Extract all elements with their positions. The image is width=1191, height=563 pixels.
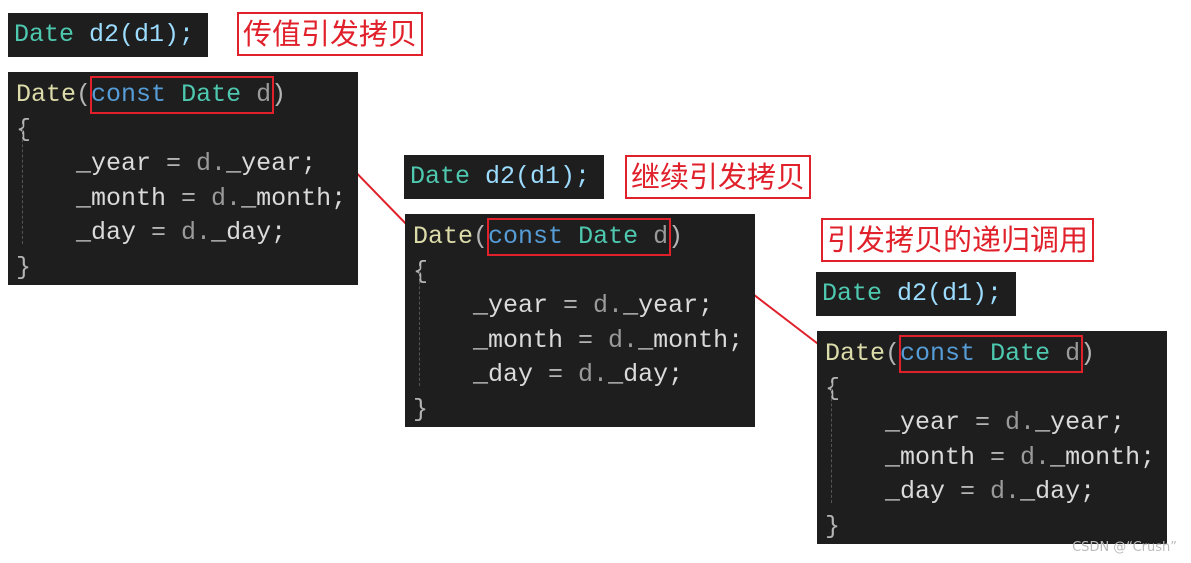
- indent-guide: [831, 383, 832, 503]
- copy-call-snippet: Date d2(d1);: [816, 272, 1016, 316]
- copy-call-snippet: Date d2(d1);: [404, 155, 604, 199]
- annotation-label: 引发拷贝的递归调用: [821, 218, 1095, 262]
- watermark: CSDN @“Crush”: [1072, 540, 1177, 555]
- parameter-highlight-box: [90, 76, 274, 114]
- parameter-highlight-box: [899, 335, 1083, 373]
- copy-call-snippet: Date d2(d1);: [8, 13, 208, 57]
- copy-constructor-code: Date(const Date d) { _year = d._year; _m…: [8, 72, 358, 285]
- annotation-label: 传值引发拷贝: [237, 12, 424, 56]
- copy-constructor-code: Date(const Date d) { _year = d._year; _m…: [817, 331, 1167, 544]
- annotation-label: 继续引发拷贝: [625, 155, 812, 199]
- indent-guide: [22, 124, 23, 244]
- copy-constructor-code: Date(const Date d) { _year = d._year; _m…: [405, 214, 755, 427]
- indent-guide: [419, 266, 420, 386]
- parameter-highlight-box: [487, 218, 671, 256]
